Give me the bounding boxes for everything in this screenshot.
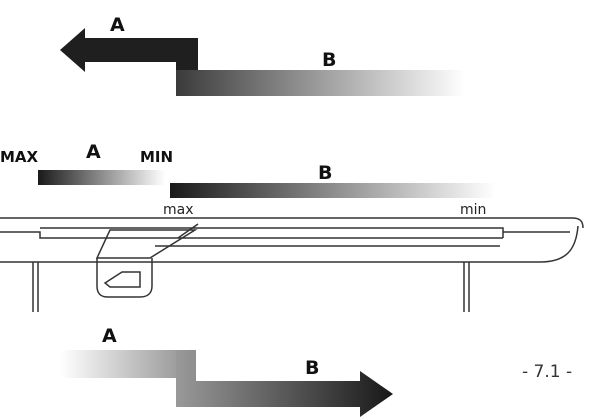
slider-knob-body <box>96 258 153 298</box>
scale-a-min-label: MIN <box>140 148 173 166</box>
bottom-arrow-label-a: A <box>102 325 117 347</box>
scale-a-max-label: MAX <box>0 148 39 166</box>
scale-bars: MAX A MIN B max min <box>0 141 496 218</box>
bottom-arrow-label-b: B <box>305 357 319 379</box>
mechanism-drawing <box>0 217 584 312</box>
rail-top-edge <box>0 217 584 229</box>
scale-b-min-label: min <box>460 202 486 218</box>
bottom-arrow-b-head <box>176 350 393 417</box>
rail-slot-outer <box>0 231 503 239</box>
scale-b-gradient-bar <box>170 183 496 198</box>
top-arrow: A B <box>60 14 468 96</box>
bottom-arrow: A B <box>60 325 393 417</box>
scale-a-gradient-bar <box>38 170 166 185</box>
page-number: - 7.1 - <box>522 362 572 382</box>
top-arrow-label-a: A <box>110 14 125 36</box>
sliding-plate <box>155 223 500 247</box>
bottom-arrow-a-segment <box>60 350 196 378</box>
slider-knob-window <box>103 271 141 288</box>
top-arrow-b-segment <box>176 70 468 96</box>
scale-b-label: B <box>318 162 332 184</box>
top-arrow-label-b: B <box>322 49 336 71</box>
rail-bottom-edge <box>0 225 579 263</box>
top-arrow-a-head <box>60 28 198 72</box>
scale-b-max-label: max <box>163 202 194 218</box>
scale-a-label: A <box>86 141 101 163</box>
rail-slot-inner <box>40 227 504 238</box>
slider-knob-top <box>95 229 198 259</box>
